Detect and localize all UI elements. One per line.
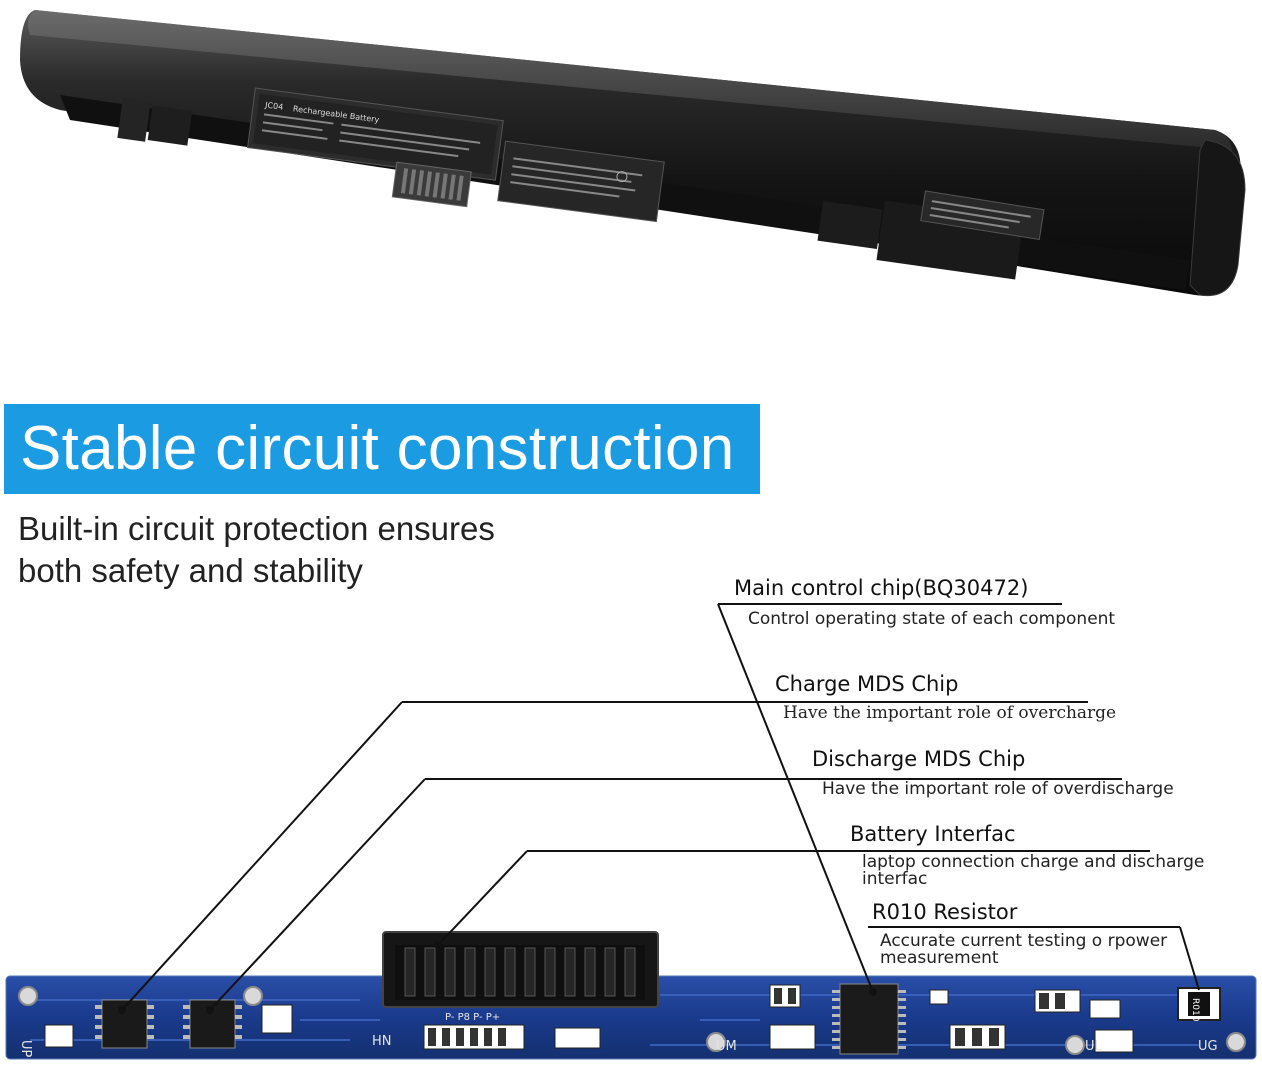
subtitle-line-1: Built-in circuit protection ensures [18, 510, 495, 547]
callout-interface-desc-1: laptop connection charge and discharge [862, 852, 1205, 872]
banner-title: Stable circuit construction [20, 414, 735, 483]
callout-charge-chip-desc: Have the important role of overcharge [783, 703, 1117, 723]
callout-resistor-title: R010 Resistor [872, 900, 1018, 924]
pcb-mark-um: UM [716, 1039, 737, 1054]
callout-charge-chip-title: Charge MDS Chip [775, 672, 959, 696]
pcb-mark-pads: P- P8 P- P+ [445, 1012, 500, 1023]
pcb-mark-ul: UL [1085, 1039, 1103, 1054]
callout-discharge-chip-desc: Have the important role of overdischarge [822, 779, 1174, 799]
subtitle: Built-in circuit protection ensures both… [18, 508, 578, 592]
callout-interface-desc-2: interfac [862, 869, 928, 889]
callout-main-chip-desc: Control operating state of each componen… [748, 609, 1116, 629]
pcb-mark-resistor: R010 [1190, 998, 1200, 1022]
battery-illustration: JC04 Rechargeable Battery [20, 10, 1246, 297]
pcb-mark-ug: UG [1198, 1039, 1218, 1054]
pcb-mark-up: UP [18, 1040, 33, 1058]
callout-resistor-desc-2: measurement [880, 948, 999, 968]
pcb-mark-hn: HN [372, 1034, 392, 1049]
callout-main-chip-title: Main control chip(BQ30472) [734, 576, 1029, 600]
subtitle-line-2: both safety and stability [18, 552, 363, 589]
callout-discharge-chip-title: Discharge MDS Chip [812, 747, 1026, 771]
heading-banner: Stable circuit construction [4, 404, 760, 494]
battery-brand: JC04 [264, 100, 284, 111]
callout-interface-title: Battery Interfac [850, 822, 1016, 846]
callout-resistor-desc-1: Accurate current testing o rpower [880, 931, 1168, 951]
